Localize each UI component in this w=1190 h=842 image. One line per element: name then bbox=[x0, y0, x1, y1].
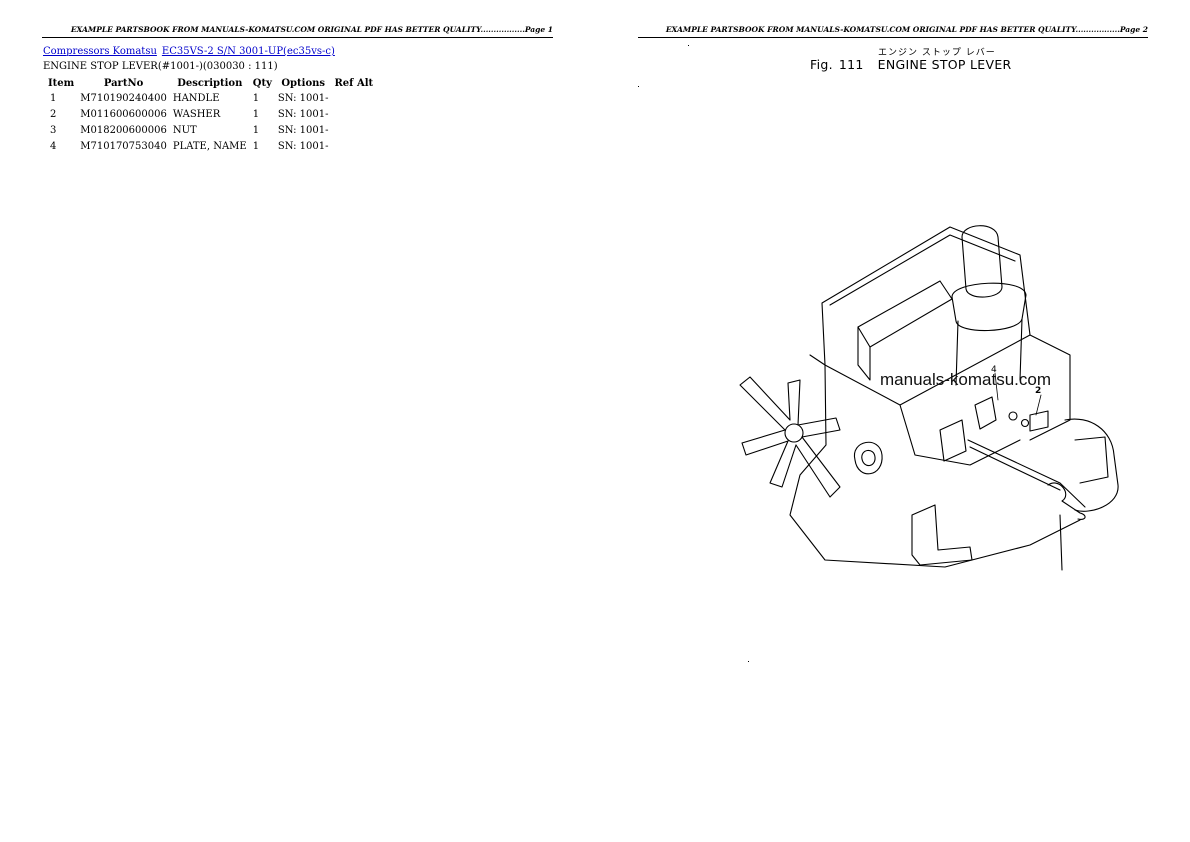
col-header-partno: PartNo bbox=[103, 78, 144, 89]
cooling-fan bbox=[739, 376, 841, 498]
callout-number: 4 bbox=[991, 365, 997, 375]
figure-number: 111 bbox=[838, 57, 864, 72]
figure-label: Fig. bbox=[810, 57, 833, 72]
engine-block bbox=[789, 354, 1081, 568]
cell-refalt bbox=[332, 139, 377, 155]
rocker-box-side bbox=[857, 326, 871, 381]
engine-leg bbox=[1059, 514, 1063, 571]
cell-partno: M011600600006 bbox=[80, 109, 167, 120]
table-header-row: Item PartNo Description Qty Options Ref … bbox=[45, 77, 376, 91]
stop-lever-handle bbox=[1047, 482, 1086, 520]
cell-refalt bbox=[332, 107, 377, 123]
figure-japanese-title: エンジン ストップ レバー bbox=[878, 48, 996, 58]
crank-pulley bbox=[853, 441, 883, 475]
air-cleaner-base bbox=[951, 282, 1027, 332]
table-row: 2 M011600600006 WASHER 1 SN: 1001- bbox=[45, 107, 376, 123]
cell-item: 1 bbox=[50, 93, 57, 104]
engine-cover-top bbox=[829, 234, 1016, 306]
cell-options: SN: 1001- bbox=[277, 125, 329, 136]
col-header-refalt: Ref Alt bbox=[334, 78, 374, 89]
cell-options: SN: 1001- bbox=[277, 109, 329, 120]
col-header-options: Options bbox=[281, 78, 326, 89]
engine-stop-lever-diagram: 4 2 bbox=[739, 225, 1119, 571]
stop-lever-link bbox=[939, 419, 967, 462]
flywheel-housing bbox=[1064, 418, 1119, 512]
cell-item: 3 bbox=[50, 125, 57, 136]
cell-description: NUT bbox=[172, 125, 197, 136]
cell-options: SN: 1001- bbox=[277, 93, 329, 104]
table-row: 1 M710190240400 HANDLE 1 SN: 1001- bbox=[45, 91, 376, 107]
washer bbox=[1008, 411, 1018, 421]
page-2-header: EXAMPLE PARTSBOOK FROM MANUALS-KOMATSU.C… bbox=[638, 25, 1148, 38]
cell-partno: M710190240400 bbox=[80, 93, 167, 104]
name-plate bbox=[1029, 410, 1049, 432]
cell-partno: M710170753040 bbox=[80, 141, 167, 152]
col-header-qty: Qty bbox=[252, 78, 272, 89]
watermark-text: manuals-komatsu.com bbox=[880, 370, 1052, 389]
callout-leader bbox=[994, 372, 1042, 416]
parts-table: Item PartNo Description Qty Options Ref … bbox=[45, 77, 376, 155]
cell-options: SN: 1001- bbox=[277, 141, 329, 152]
cell-refalt bbox=[332, 91, 377, 107]
figure-title-text: ENGINE STOP LEVER bbox=[877, 57, 1012, 72]
speck bbox=[748, 661, 749, 662]
page-1-header: EXAMPLE PARTSBOOK FROM MANUALS-KOMATSU.C… bbox=[42, 25, 553, 38]
table-row: 4 M710170753040 PLATE, NAME 1 SN: 1001- bbox=[45, 139, 376, 155]
crank-pulley-inner bbox=[861, 449, 876, 467]
cell-qty: 1 bbox=[252, 109, 260, 120]
cell-description: WASHER bbox=[172, 109, 221, 120]
breadcrumb: Compressors Komatsu EC35VS-2 S/N 3001-UP(… bbox=[43, 46, 335, 57]
flywheel-housing-inner bbox=[1074, 436, 1109, 484]
speck bbox=[688, 45, 689, 46]
cell-description: HANDLE bbox=[172, 93, 220, 104]
cell-refalt bbox=[332, 123, 377, 139]
cell-description: PLATE, NAME bbox=[172, 141, 247, 152]
breadcrumb-link-model[interactable]: EC35VS-2 S/N 3001-UP(ec35vs-c) bbox=[161, 46, 335, 57]
engine-mount bbox=[911, 504, 973, 566]
page-title: ENGINE STOP LEVER(#1001-)(030030 : 111) bbox=[43, 61, 278, 72]
table-row: 3 M018200600006 NUT 1 SN: 1001- bbox=[45, 123, 376, 139]
cell-item: 4 bbox=[50, 141, 57, 152]
col-header-item: Item bbox=[48, 78, 75, 89]
stop-lever-rod bbox=[969, 446, 1061, 491]
stop-lever-arm bbox=[967, 439, 1086, 508]
cell-qty: 1 bbox=[252, 141, 260, 152]
callout-number: 2 bbox=[1035, 386, 1041, 396]
figure-title: Fig. 111 ENGINE STOP LEVER bbox=[810, 57, 1012, 72]
cell-partno: M018200600006 bbox=[80, 125, 167, 136]
filter-body bbox=[955, 318, 1023, 386]
engine-block-side bbox=[1029, 334, 1071, 441]
cell-item: 2 bbox=[50, 109, 57, 120]
cell-qty: 1 bbox=[252, 125, 260, 136]
cell-qty: 1 bbox=[252, 93, 260, 104]
breadcrumb-link-compressors[interactable]: Compressors Komatsu bbox=[43, 46, 157, 57]
nut bbox=[1020, 418, 1030, 428]
rocker-box bbox=[857, 280, 953, 348]
air-cleaner bbox=[961, 225, 1003, 298]
col-header-description: Description bbox=[177, 78, 243, 89]
stop-lever-bracket bbox=[974, 396, 997, 430]
speck bbox=[638, 86, 639, 87]
